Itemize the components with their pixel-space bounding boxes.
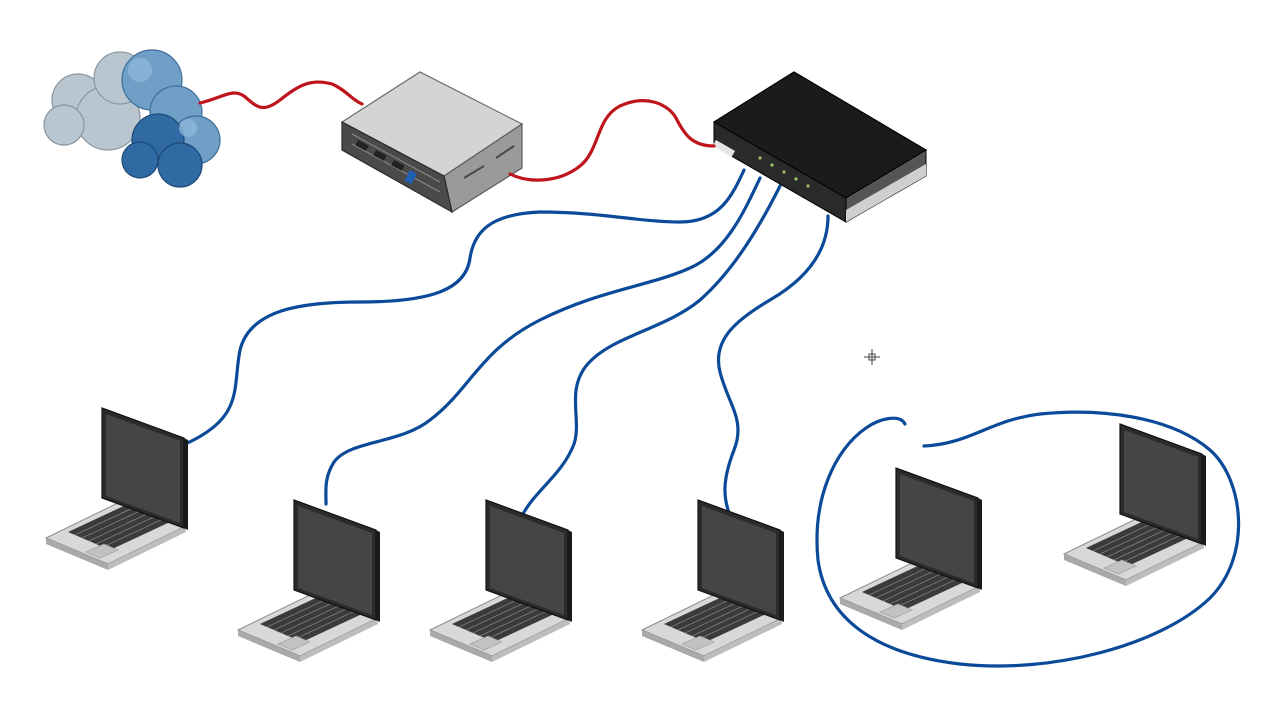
laptop-icon bbox=[429, 499, 573, 663]
laptop-icon bbox=[45, 407, 189, 571]
switch-icon bbox=[712, 71, 928, 223]
port-leds bbox=[758, 156, 810, 188]
cable-switch-to-laptop-2 bbox=[324, 176, 762, 506]
annotation-loop bbox=[815, 410, 1241, 668]
rack-server-icon bbox=[340, 71, 524, 214]
cloud-icon bbox=[43, 49, 221, 188]
cable-server-to-switch bbox=[508, 99, 716, 182]
laptop-icon bbox=[1063, 423, 1207, 587]
laptop-icon bbox=[237, 499, 381, 663]
laptop-icon bbox=[641, 499, 785, 663]
cable-switch-to-laptop-1 bbox=[174, 168, 746, 450]
crosshair-cursor-icon bbox=[864, 349, 880, 365]
cable-switch-to-laptop-4 bbox=[716, 214, 830, 526]
laptop-icon bbox=[839, 467, 983, 631]
cable-switch-to-laptop-3 bbox=[518, 184, 782, 522]
cable-cloud-to-server bbox=[198, 80, 364, 110]
